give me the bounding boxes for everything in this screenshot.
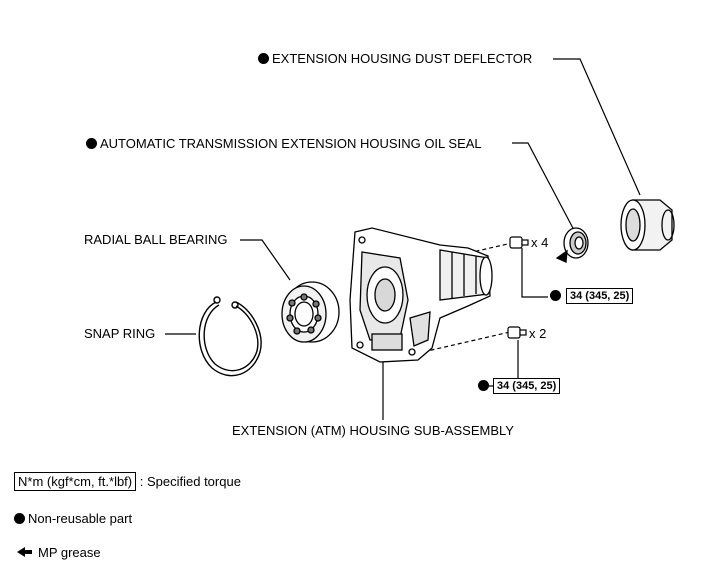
leader-oil-seal [512, 142, 576, 233]
bolt-upper [509, 236, 529, 249]
extension-housing-part [349, 227, 493, 363]
dust-deflector-part [620, 199, 675, 251]
non-reusable-dot-icon [86, 138, 97, 149]
legend-torque-desc: : Specified torque [139, 474, 241, 489]
quantity-upper-bolts: x 4 [531, 235, 549, 250]
torque-spec-lower: 34 (345, 25) [493, 378, 561, 394]
legend-mp-grease: MP grease [38, 545, 101, 560]
non-reusable-dot-icon [14, 513, 25, 524]
label-radial-ball-bearing: RADIAL BALL BEARING [84, 232, 228, 247]
label-oil-seal: AUTOMATIC TRANSMISSION EXTENSION HOUSING… [86, 136, 482, 151]
non-reusable-dot-icon [478, 380, 489, 391]
non-reusable-dot-icon [258, 53, 269, 64]
mp-grease-arrow-icon [17, 547, 32, 557]
snap-ring-part [198, 296, 262, 377]
legend-non-reusable: Non-reusable part [14, 511, 132, 526]
legend-torque-unit: N*m (kgf*cm, ft.*lbf) [14, 472, 137, 491]
torque-spec-upper: 34 (345, 25) [566, 288, 634, 304]
bolt-lower [507, 326, 527, 339]
oil-seal-part [555, 227, 589, 263]
label-snap-ring: SNAP RING [84, 326, 156, 341]
leader-dust-deflector [553, 58, 641, 196]
label-dust-deflector: EXTENSION HOUSING DUST DEFLECTOR [258, 51, 532, 66]
legend-torque: N*m (kgf*cm, ft.*lbf) : Specified torque [14, 472, 241, 491]
label-extension-housing: EXTENSION (ATM) HOUSING SUB-ASSEMBLY [232, 423, 514, 438]
quantity-lower-bolts: x 2 [529, 326, 547, 341]
leader-torque-upper [521, 248, 548, 298]
radial-ball-bearing-part [281, 281, 340, 343]
non-reusable-dot-icon [550, 290, 561, 301]
leader-radial-bearing [240, 239, 291, 281]
